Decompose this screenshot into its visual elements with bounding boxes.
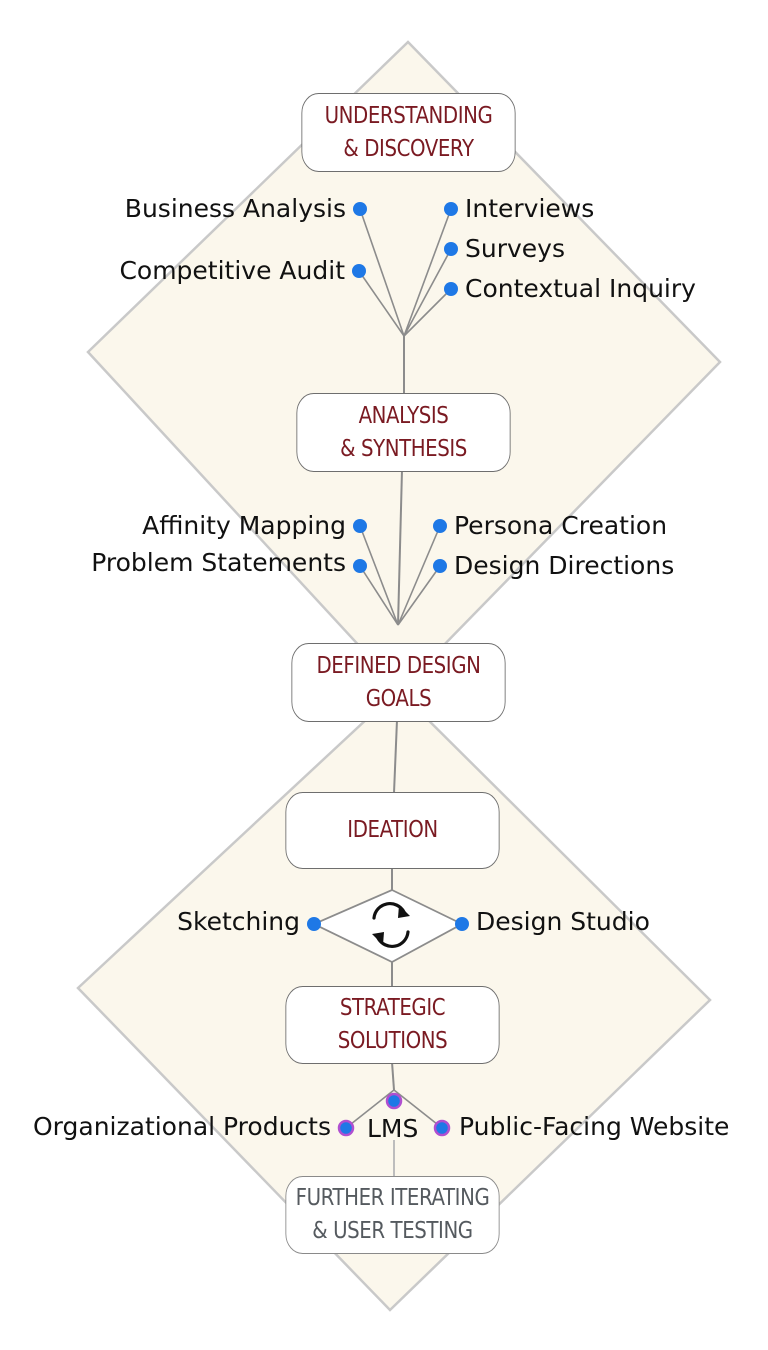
ideation-loop <box>311 889 464 964</box>
dot-surveys <box>444 242 458 256</box>
refresh-cycle-icon <box>372 902 410 948</box>
stage-understanding-label: UNDERSTANDING & DISCOVERY <box>324 102 493 162</box>
dot-design-directions <box>433 559 447 573</box>
label-lms: LMS <box>367 1114 419 1143</box>
dot-public-facing-website <box>433 1119 451 1137</box>
dot-interviews <box>444 202 458 216</box>
stage-analysis-label: ANALYSIS & SYNTHESIS <box>340 402 467 462</box>
dot-lms <box>385 1092 403 1110</box>
solutions-fan-lines <box>345 1089 443 1129</box>
label-design-studio: Design Studio <box>476 907 650 936</box>
dot-organizational-products <box>337 1119 355 1137</box>
dot-contextual-inquiry <box>444 282 458 296</box>
label-persona-creation: Persona Creation <box>454 511 668 540</box>
spine-connectors <box>391 336 405 1178</box>
stage-ideation-label: IDEATION <box>347 817 438 843</box>
synthesis-fan-lines <box>359 525 441 626</box>
dot-business-analysis <box>353 202 367 216</box>
stage-ideation: IDEATION <box>285 792 500 869</box>
label-problem-statements: Problem Statements <box>91 548 346 577</box>
dot-affinity-mapping <box>353 519 367 533</box>
label-surveys: Surveys <box>465 234 565 263</box>
stage-testing-label: FURTHER ITERATING & USER TESTING <box>295 1185 490 1244</box>
stage-strategic-solutions: STRATEGIC SOLUTIONS <box>285 986 500 1064</box>
dot-design-studio <box>455 917 469 931</box>
stage-analysis-synthesis: ANALYSIS & SYNTHESIS <box>296 393 511 472</box>
label-affinity-mapping: Affinity Mapping <box>142 511 346 540</box>
stage-understanding-discovery: UNDERSTANDING & DISCOVERY <box>301 93 516 172</box>
dot-competitive-audit <box>352 264 366 278</box>
stage-defined-design-goals: DEFINED DESIGN GOALS <box>291 643 506 722</box>
label-design-directions: Design Directions <box>454 551 675 580</box>
label-business-analysis: Business Analysis <box>124 194 346 223</box>
solution-dots <box>337 1092 451 1137</box>
discovery-fan-lines <box>358 208 452 337</box>
label-sketching: Sketching <box>177 907 300 936</box>
label-organizational-products: Organizational Products <box>33 1112 331 1141</box>
label-interviews: Interviews <box>465 194 595 223</box>
dot-sketching <box>307 917 321 931</box>
stage-goals-label: DEFINED DESIGN GOALS <box>316 652 481 712</box>
label-competitive-audit: Competitive Audit <box>119 256 345 285</box>
dot-problem-statements <box>353 559 367 573</box>
label-contextual-inquiry: Contextual Inquiry <box>465 274 696 303</box>
method-dots <box>307 202 469 931</box>
dot-persona-creation <box>433 519 447 533</box>
stage-solutions-label: STRATEGIC SOLUTIONS <box>337 995 448 1054</box>
stage-further-iterating-testing: FURTHER ITERATING & USER TESTING <box>285 1176 500 1254</box>
label-public-facing-website: Public-Facing Website <box>459 1112 730 1141</box>
